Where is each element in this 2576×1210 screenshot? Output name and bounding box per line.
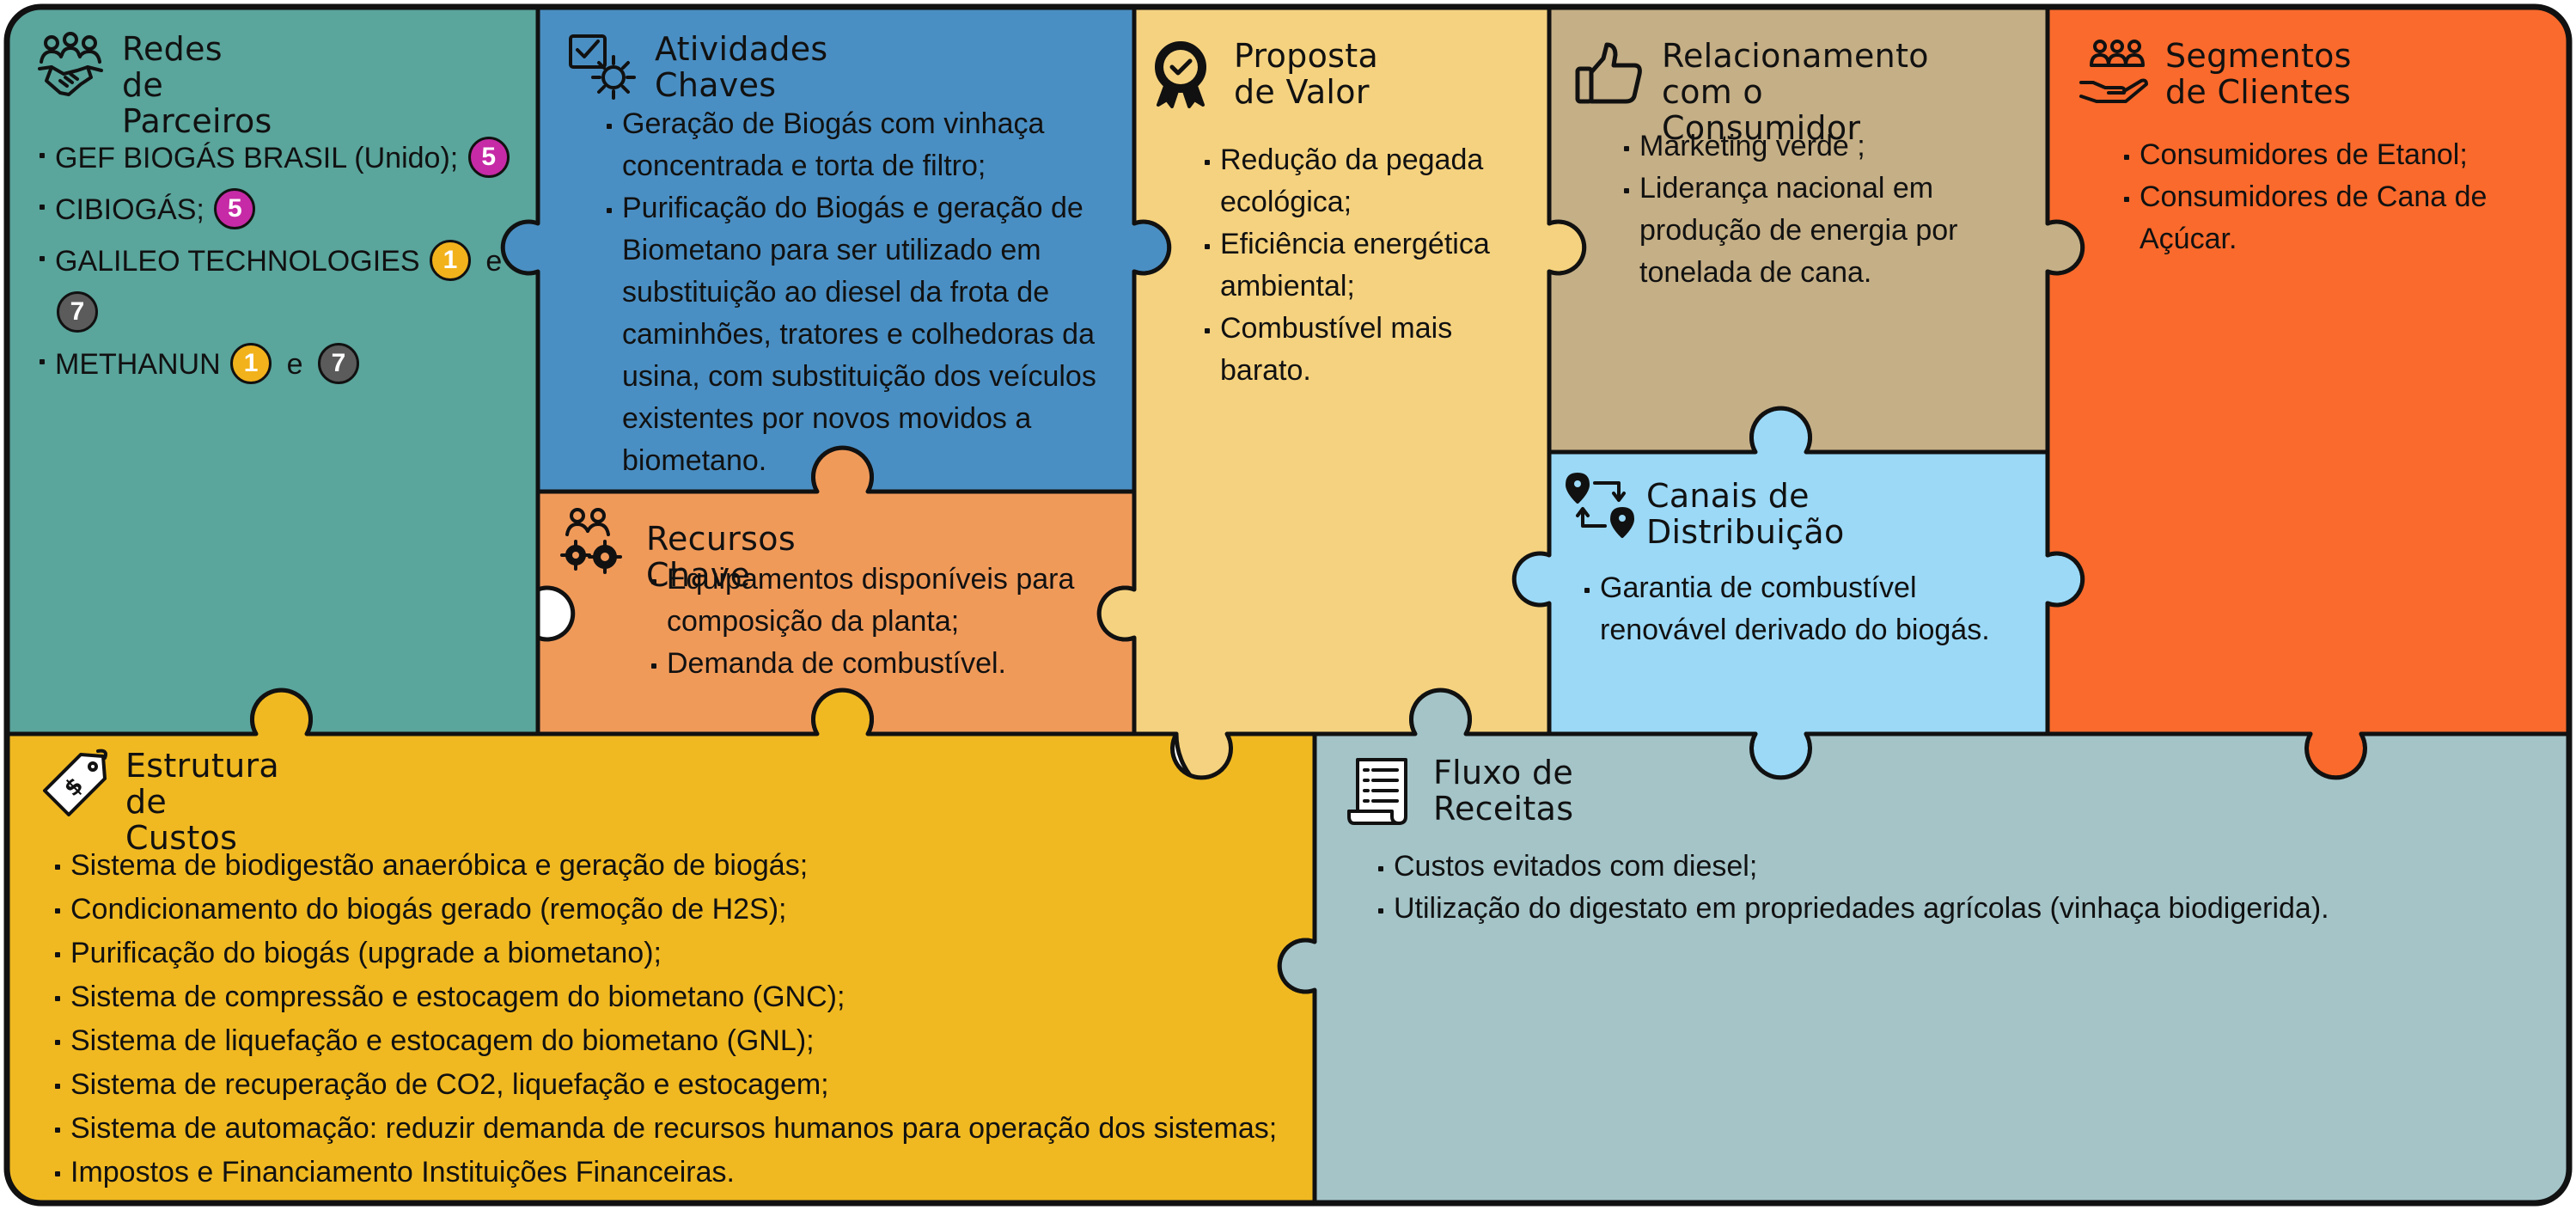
list-item: Garantia de combustível renovável deriva… <box>1583 567 2038 651</box>
piece-segmentos <box>2045 7 2569 780</box>
block-title: Proposta de Valor <box>1234 37 1379 111</box>
badge-5: 5 <box>467 137 510 179</box>
list-item: Consumidores de Cana de Açúcar. <box>2122 176 2552 260</box>
list-item: Sistema de compressão e estocagem do bio… <box>53 975 1308 1019</box>
block-title: Redes de Parceiros <box>122 30 272 140</box>
checklist-gear-icon <box>567 31 639 103</box>
handshake-people-icon <box>34 31 107 103</box>
outer-frame <box>3 3 2573 1207</box>
list-item: Utilização do digestato em propriedades … <box>1377 888 2554 930</box>
connector-text: e <box>485 245 503 278</box>
list-item: Eficiência energética ambiental; <box>1203 223 1538 308</box>
list-item: Sistema de biodigestão anaeróbica e gera… <box>53 844 1308 888</box>
block-title: Canais de Distribuição <box>1646 477 1845 551</box>
list-item: Sistema de liquefação e estocagem do bio… <box>53 1019 1308 1063</box>
list-item: Custos evitados com diesel; <box>1377 846 2554 888</box>
block-title: Estrutura de Custos <box>125 747 280 857</box>
list-item: Purificação do biogás (upgrade a biometa… <box>53 932 1308 975</box>
block-title: Fluxo de Receitas <box>1433 754 1574 828</box>
piece-receitas <box>1277 688 2569 1203</box>
badge-5: 5 <box>214 188 256 230</box>
piece-proposta <box>1096 7 1587 805</box>
price-tag-icon: $ <box>38 748 110 820</box>
list-item: Geração de Biogás com vinhaça concentrad… <box>605 103 1112 187</box>
people-hand-icon <box>2078 38 2150 110</box>
block-title: Atividades Chaves <box>655 30 828 104</box>
list-item: Impostos e Financiamento Instituições Fi… <box>53 1151 1308 1195</box>
list-item: Condicionamento do biogás gerado (remoçã… <box>53 888 1308 932</box>
list-item: Equipamentos disponíveis para composição… <box>650 559 1131 643</box>
route-pins-icon <box>1566 471 1638 543</box>
list-item: Purificação do Biogás e geração de Biome… <box>605 187 1112 482</box>
block-title: Segmentos de Clientes <box>2165 37 2352 111</box>
badge-1: 1 <box>230 343 272 385</box>
list-item: Demanda de combustível. <box>650 643 1131 685</box>
document-list-icon <box>1346 755 1418 827</box>
list-item: Combustível mais barato. <box>1203 308 1538 392</box>
list-item: METHANUN 1 e 7 <box>38 339 536 390</box>
badge-7: 7 <box>317 343 359 385</box>
list-item: Marketing verde ; <box>1622 125 2026 168</box>
list-item: Consumidores de Etanol; <box>2122 134 2552 176</box>
list-item: Sistema de automação: reduzir demanda de… <box>53 1107 1308 1151</box>
badge-7: 7 <box>57 291 98 333</box>
list-item: Redução da pegada ecológica; <box>1203 139 1538 223</box>
list-item: GEF BIOGÁS BRASIL (Unido); 5 <box>38 132 536 184</box>
thumbs-up-icon <box>1574 38 1646 110</box>
block-title: Relacionamento com o Consumidor <box>1662 37 1929 147</box>
list-item: Sistema de recuperação de CO2, liquefaçã… <box>53 1063 1308 1107</box>
list-item: CIBIOGÁS; 5 <box>38 184 536 235</box>
badge-1: 1 <box>429 240 471 282</box>
people-gears-icon <box>559 505 631 578</box>
list-item: Liderança nacional em produção de energi… <box>1622 168 2026 294</box>
connector-text: e <box>286 348 303 381</box>
list-item: GALILEO TECHNOLOGIES 1 e 7 <box>38 235 536 339</box>
block-title: Recursos Chave <box>646 520 796 594</box>
award-badge-icon <box>1146 38 1218 110</box>
